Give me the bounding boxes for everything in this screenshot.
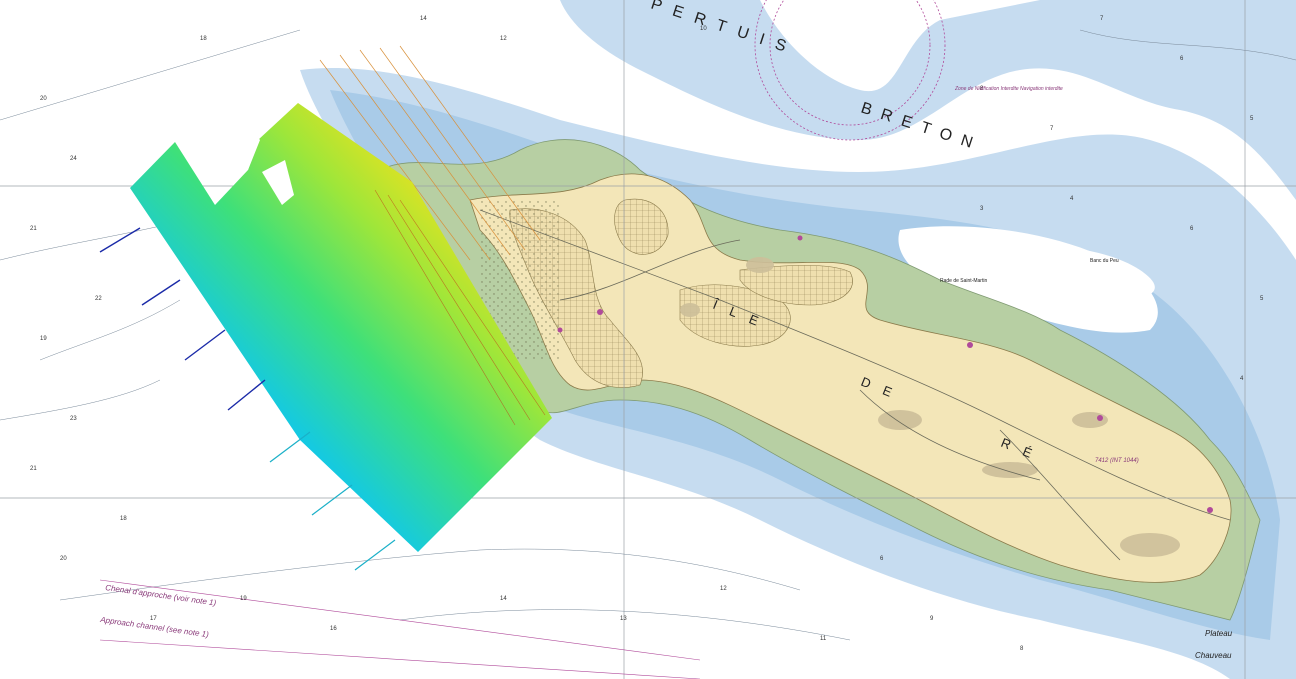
- salt-marsh-area-3: [679, 284, 791, 347]
- svg-text:4: 4: [1240, 376, 1244, 382]
- shallow-water-north: [560, 0, 1296, 200]
- svg-text:12: 12: [720, 586, 727, 592]
- svg-text:12: 12: [500, 36, 507, 42]
- roads: [479, 209, 1231, 561]
- label-plateau: Plateau: [1205, 629, 1233, 638]
- svg-text:18: 18: [120, 516, 127, 522]
- svg-text:20: 20: [60, 556, 67, 562]
- svg-text:21: 21: [30, 226, 37, 232]
- svg-text:6: 6: [880, 556, 884, 562]
- svg-text:18: 18: [200, 36, 207, 42]
- svg-text:6: 6: [1180, 56, 1184, 62]
- svg-text:19: 19: [40, 336, 47, 342]
- svg-text:22: 22: [95, 296, 102, 302]
- label-rade: Rade de Saint-Martin: [940, 278, 987, 284]
- deep-pocket-2: [1000, 246, 1155, 300]
- svg-text:5: 5: [1260, 296, 1264, 302]
- svg-text:9: 9: [930, 616, 934, 622]
- svg-text:10: 10: [700, 26, 707, 32]
- svg-text:13: 13: [620, 616, 627, 622]
- bathymetry-gap-2: [262, 160, 294, 205]
- bathymetry-texture: [374, 189, 546, 426]
- compass-rose: [754, 0, 946, 141]
- svg-text:5: 5: [1250, 116, 1254, 122]
- label-banc: Banc du Peu: [1090, 258, 1119, 264]
- svg-text:14: 14: [500, 596, 507, 602]
- survey-track-lines: [319, 45, 541, 261]
- bathymetry-gap: [220, 125, 260, 170]
- survey-ticks: [99, 227, 266, 411]
- svg-text:4: 4: [1070, 196, 1074, 202]
- label-chauveau: Chauveau: [1195, 651, 1232, 660]
- svg-text:20: 20: [40, 96, 47, 102]
- svg-text:21: 21: [30, 466, 37, 472]
- salt-marsh-area-4: [739, 265, 853, 306]
- svg-text:8: 8: [980, 86, 984, 92]
- svg-text:23: 23: [70, 416, 77, 422]
- bathymetry-overlay: [130, 103, 552, 552]
- svg-text:14: 14: [420, 16, 427, 22]
- svg-text:8: 8: [1020, 646, 1024, 652]
- approach-channel-lines: [99, 579, 701, 679]
- svg-text:24: 24: [70, 156, 77, 162]
- label-chart-ref: 7412 (INT 1044): [1095, 458, 1139, 464]
- svg-text:7: 7: [1050, 126, 1054, 132]
- survey-ticks-cyan: [269, 431, 396, 571]
- svg-text:17: 17: [150, 616, 157, 622]
- svg-text:16: 16: [330, 626, 337, 632]
- svg-text:3: 3: [980, 206, 984, 212]
- label-zone-note: Zone de Nidification Interdite Navigatio…: [954, 86, 1063, 92]
- buoy-markers: [557, 235, 1213, 513]
- salt-marsh-area-2: [614, 198, 669, 255]
- svg-text:19: 19: [240, 596, 247, 602]
- svg-text:6: 6: [1190, 226, 1194, 232]
- svg-text:11: 11: [820, 636, 827, 642]
- svg-text:7: 7: [1100, 16, 1104, 22]
